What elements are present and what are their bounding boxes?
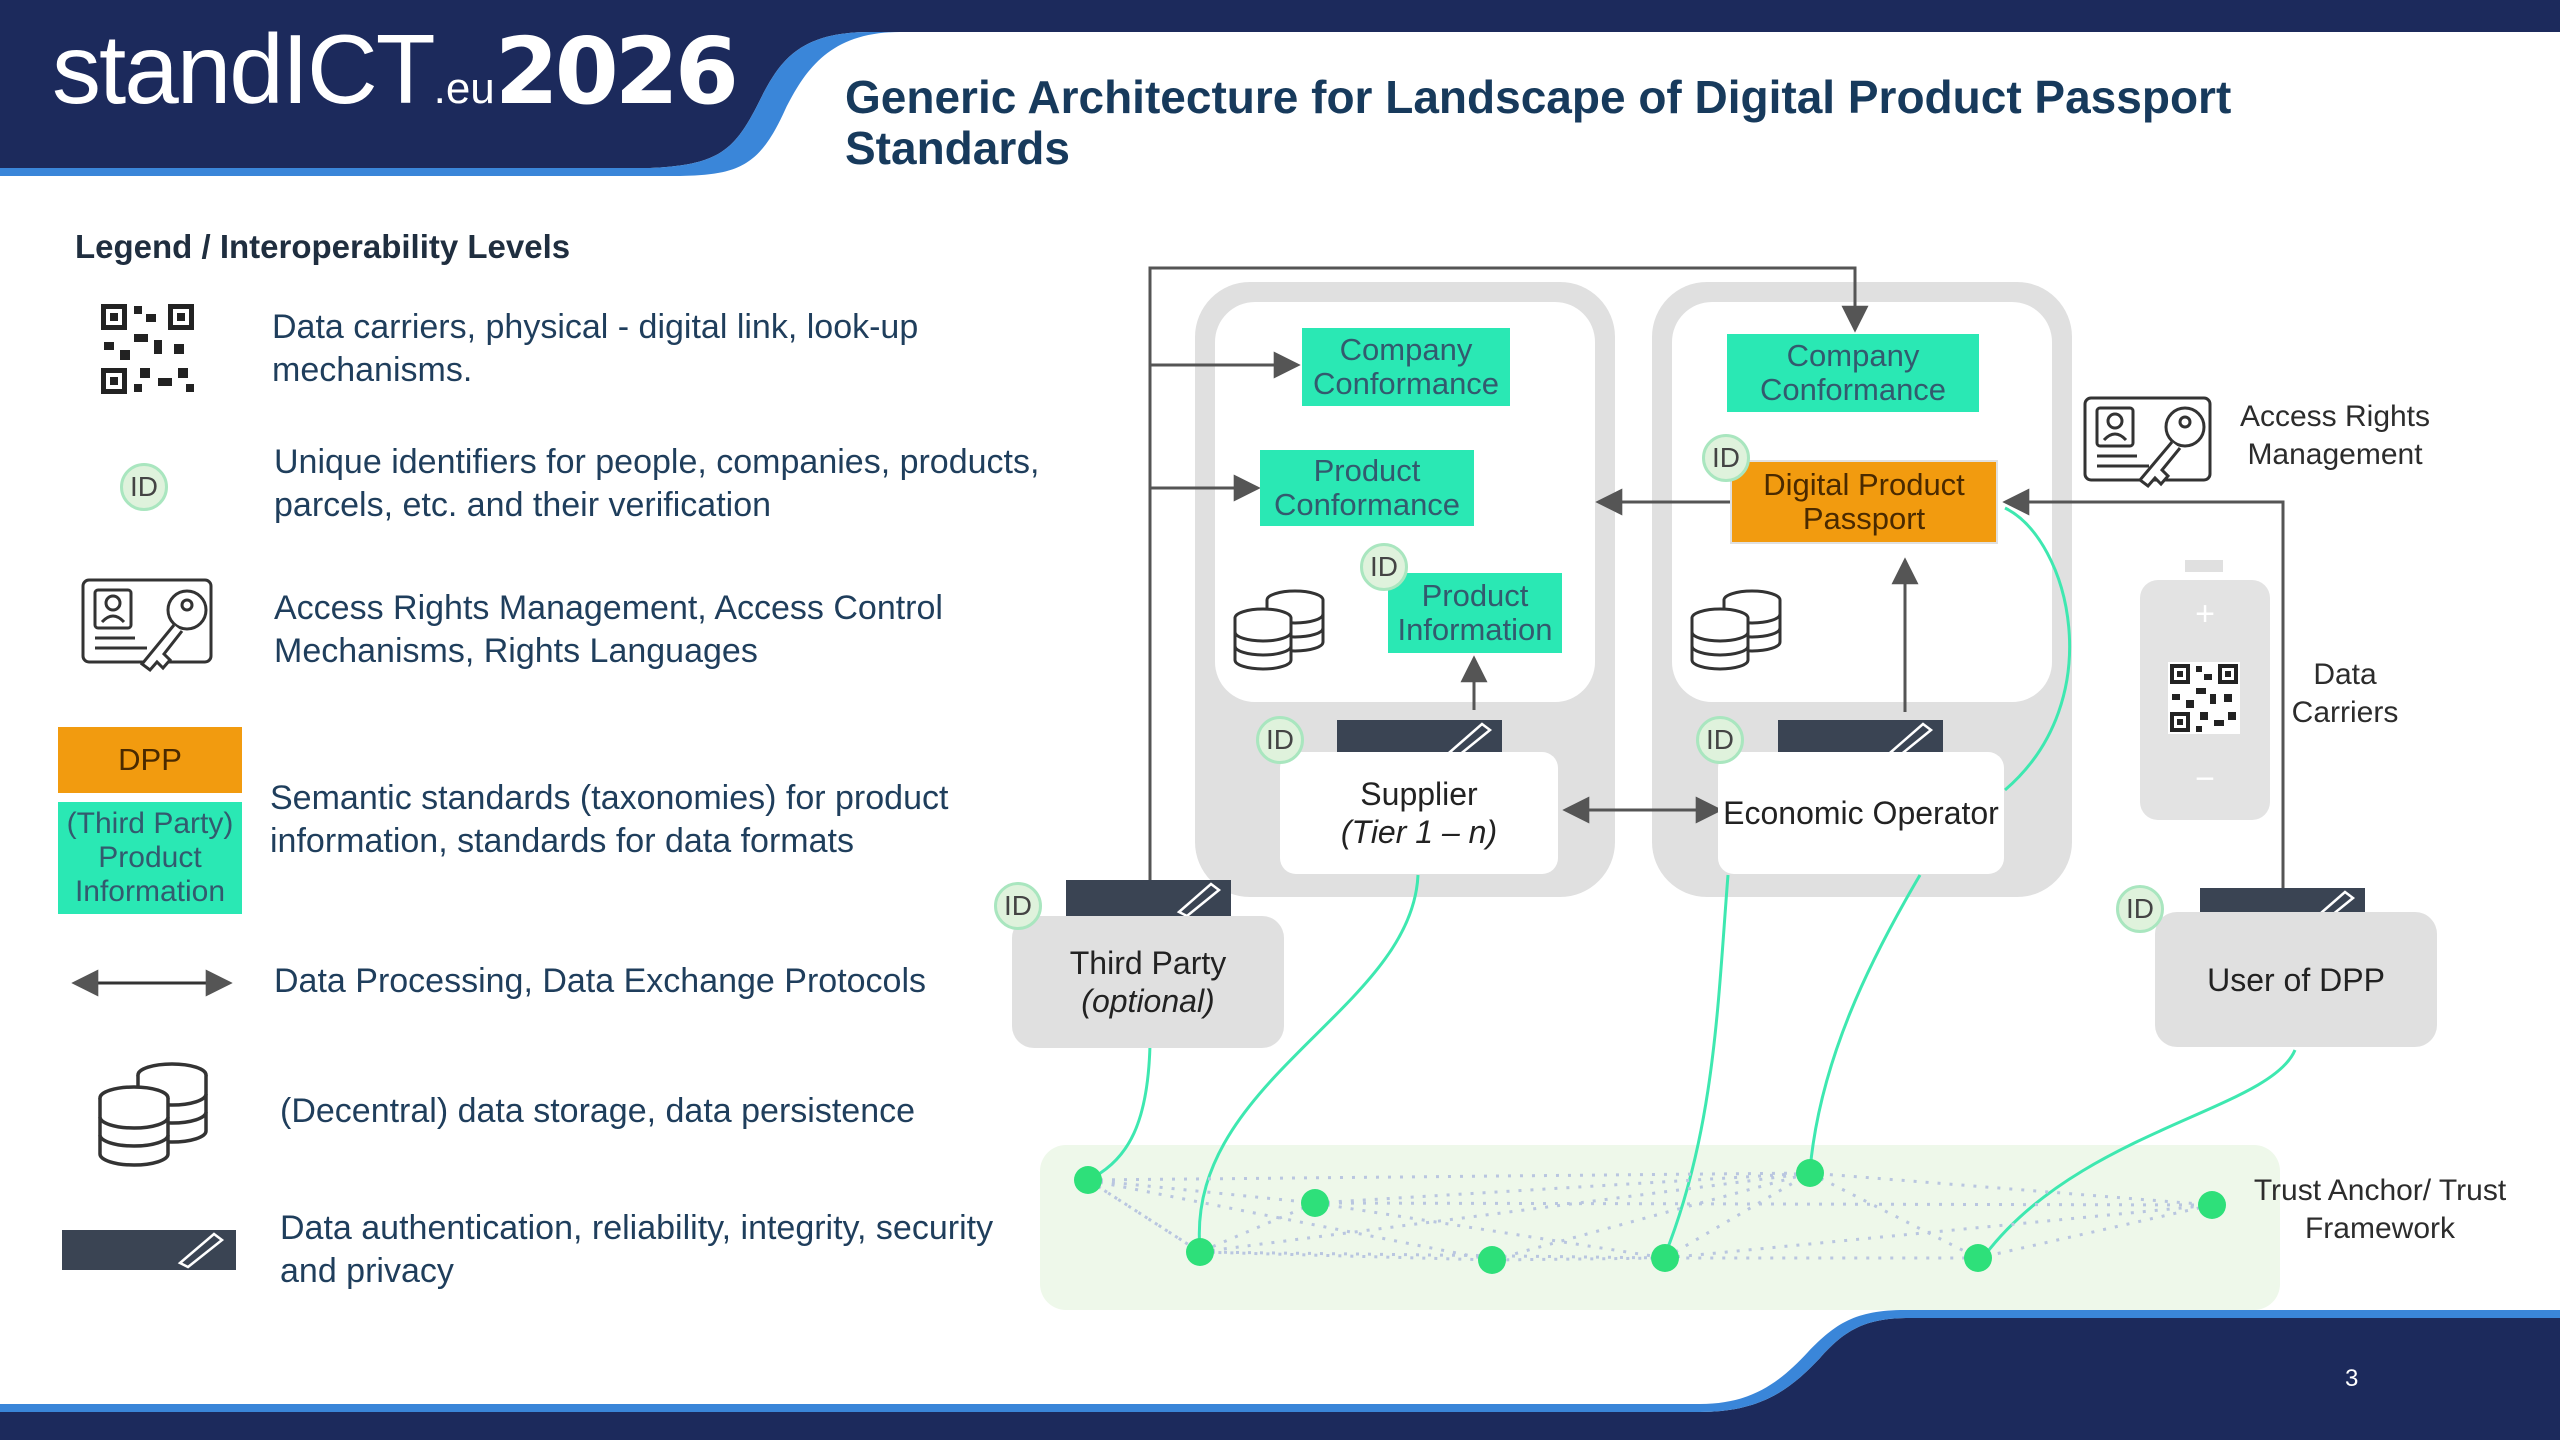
supplier-product-information: Product Information: [1388, 573, 1562, 653]
link-dpp: [2004, 506, 2072, 792]
supplier-label: Supplier: [1360, 776, 1478, 812]
trust-framework-panel: [1040, 1145, 2280, 1310]
logo-year: 2026: [494, 18, 739, 125]
legend-signature-pen-icon: [62, 1230, 236, 1270]
third-party-feed-line: [1148, 266, 1869, 885]
logo-brand: standICT: [52, 14, 436, 124]
user-of-dpp-card: User of DPP: [2155, 912, 2437, 1047]
legend-text-data-exchange: Data Processing, Data Exchange Protocols: [274, 962, 927, 1000]
operator-signature-bar: [1778, 720, 1943, 758]
user-id-badge: ID: [2116, 885, 2164, 933]
page-title: Generic Architecture for Landscape of Di…: [845, 71, 2232, 174]
svg-text:−: −: [2195, 760, 2215, 798]
legend-dpp-box: DPP: [58, 727, 242, 793]
svg-text:+: +: [2195, 595, 2215, 633]
trust-nodes: [1074, 1159, 2226, 1274]
third-party-card: Third Party (optional): [1012, 916, 1284, 1048]
trust-network-mesh: [1087, 1171, 2213, 1262]
trust-framework-label: Trust Anchor/ Trust Framework: [2253, 1174, 2507, 1245]
supplier-product-conformance: Product Conformance: [1260, 450, 1474, 526]
third-party-optional-label: (optional): [1081, 983, 1215, 1019]
legend-text-semantic: Semantic standards (taxonomies) for prod…: [270, 779, 949, 860]
legend-text-data-carriers: Data carriers, physical - digital link, …: [272, 308, 919, 389]
operator-id-badge: ID: [1696, 716, 1744, 764]
third-party-signature-bar: [1066, 880, 1231, 918]
legend-heading: Legend / Interoperability Levels: [75, 228, 571, 265]
dpp-id-badge: ID: [1702, 434, 1750, 482]
logo-tagline: [54, 112, 60, 136]
digital-product-passport-box: Digital Product Passport: [1730, 460, 1998, 544]
legend-database-icon: [98, 1062, 208, 1167]
link-user: [1983, 1049, 2297, 1256]
access-rights-icon: [2083, 396, 2212, 489]
user-access-line: [2002, 488, 2285, 905]
operator-company-conformance: Company Conformance: [1727, 334, 1979, 412]
legend-text-identifiers: Unique identifiers for people, companies…: [274, 443, 1040, 524]
legend-text-authentication: Data authentication, reliability, integr…: [280, 1209, 994, 1290]
page-number: 3: [2345, 1365, 2359, 1392]
diagram-qr-code-icon: [2168, 662, 2240, 734]
supplier-card: Supplier (Tier 1 – n): [1280, 752, 1558, 874]
qr-code-icon: [100, 303, 196, 395]
data-carriers-label: Data Carriers: [2291, 658, 2399, 729]
link-supplier: [1197, 874, 1420, 1251]
operator-database-icon: [1690, 589, 1782, 671]
third-party-id-badge: ID: [994, 882, 1042, 930]
economic-operator-label: Economic Operator: [1723, 795, 1999, 831]
header-accent: [0, 32, 900, 176]
logo: standICT.eu2026: [52, 20, 739, 118]
third-party-label: Third Party: [1069, 945, 1227, 981]
link-operator-right: [1808, 874, 1922, 1171]
supplier-company-conformance: Company Conformance: [1302, 328, 1510, 406]
supplier-id-badge: ID: [1256, 716, 1304, 764]
link-operator-left: [1663, 874, 1730, 1256]
user-of-dpp-label: User of DPP: [2207, 961, 2385, 998]
economic-operator-card: Economic Operator: [1718, 752, 2004, 874]
product-info-id-badge: ID: [1360, 543, 1408, 591]
link-third-party: [1087, 1044, 1152, 1182]
supplier-database-icon: [1233, 589, 1325, 671]
legend-text-storage: (Decentral) data storage, data persisten…: [280, 1092, 916, 1130]
legend-text-access-rights: Access Rights Management, Access Control…: [274, 589, 943, 670]
legend-access-rights-icon: [81, 578, 213, 673]
supplier-tier-label: (Tier 1 – n): [1340, 814, 1498, 850]
legend-id-badge-icon: ID: [120, 463, 168, 511]
logo-domain: .eu: [433, 64, 495, 113]
access-rights-label: Access Rights Management: [2239, 400, 2431, 471]
footer-band: [0, 1318, 2560, 1440]
header-band: [0, 0, 2560, 168]
legend-third-party-info-box: (Third Party) Product Information: [58, 802, 242, 914]
